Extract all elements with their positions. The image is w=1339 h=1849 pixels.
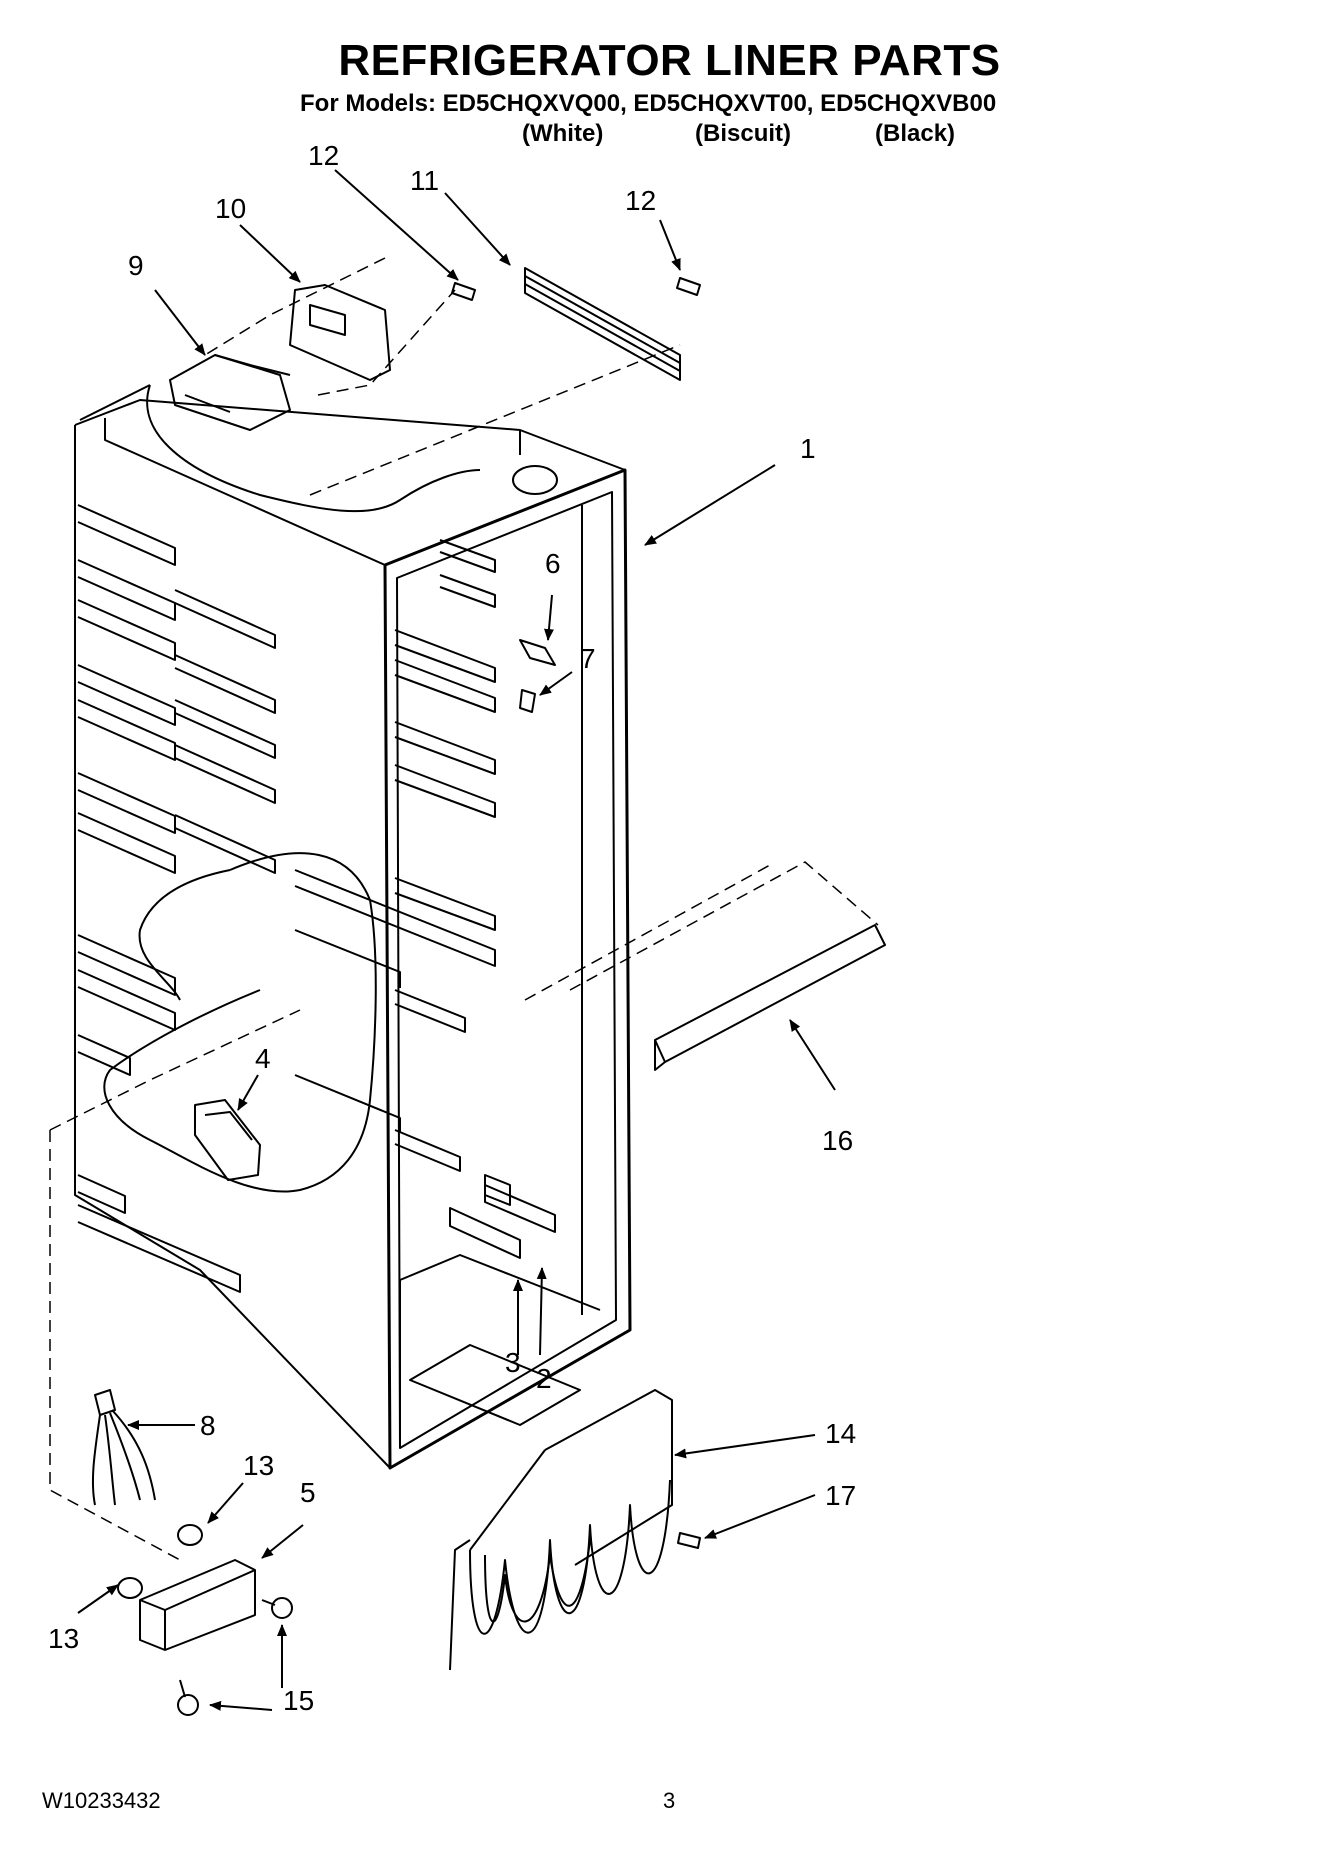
callout-arrows	[77, 169, 836, 1711]
color-white-label: (White)	[522, 120, 604, 147]
liner-part-1	[74, 399, 632, 1470]
callout-8: 8	[200, 1410, 216, 1441]
callout-11: 11	[410, 165, 439, 196]
callout-12-left: 12	[308, 140, 339, 171]
part-11-gasket	[524, 267, 681, 381]
part-12-screw-right	[676, 277, 701, 296]
part-6-clip	[519, 639, 556, 666]
color-biscuit-label: (Biscuit)	[695, 120, 791, 147]
callout-14: 14	[825, 1418, 856, 1449]
callout-9: 9	[128, 250, 144, 281]
part-13-grommet-lower	[117, 1577, 143, 1599]
callout-13-upper: 13	[243, 1450, 274, 1481]
callout-3: 3	[505, 1347, 521, 1378]
callout-2: 2	[536, 1363, 552, 1394]
part-5-housing	[139, 1559, 256, 1651]
callout-17: 17	[825, 1480, 856, 1511]
callout-6: 6	[545, 548, 561, 579]
part-12-screw-left	[451, 282, 476, 301]
part-17-screw	[677, 1532, 701, 1549]
left-wall-shelf-rails	[77, 504, 276, 1293]
document-number: W10233432	[42, 1788, 161, 1813]
part-14-evaporator	[449, 1389, 673, 1671]
dashed-assembly-lines	[49, 257, 879, 1561]
part-3-bracket	[449, 1207, 521, 1259]
callout-16: 16	[822, 1125, 853, 1156]
right-wall-shelf-rails	[294, 539, 496, 1172]
page-title: REFRIGERATOR LINER PARTS	[338, 36, 1001, 85]
part-10-cover	[289, 284, 391, 381]
callout-5: 5	[300, 1477, 316, 1508]
color-black-label: (Black)	[875, 120, 956, 147]
callout-13-lower: 13	[48, 1623, 79, 1654]
callout-15-lower: 15	[283, 1685, 314, 1716]
cutaway-middle-outline	[103, 852, 377, 1193]
part-8-wire-harness	[91, 1389, 156, 1506]
part-2-bracket	[484, 1174, 556, 1233]
part-13-grommet-upper	[177, 1524, 203, 1546]
callout-12-right: 12	[625, 185, 656, 216]
part-7-screw	[519, 689, 536, 713]
callout-1: 1	[800, 433, 816, 464]
part-4-vent	[194, 1099, 261, 1181]
part-16-trim-strip	[654, 924, 886, 1071]
cutaway-top-outline	[146, 384, 481, 513]
part-15-fastener-upper	[261, 1597, 293, 1619]
callout-7: 7	[580, 643, 596, 674]
part-9-housing	[169, 354, 291, 431]
page-number: 3	[663, 1788, 676, 1813]
callout-4: 4	[255, 1043, 271, 1074]
models-line: For Models: ED5CHQXVQ00, ED5CHQXVT00, ED…	[300, 90, 997, 117]
part-15-fastener-lower	[177, 1679, 199, 1716]
callout-10: 10	[215, 193, 246, 224]
